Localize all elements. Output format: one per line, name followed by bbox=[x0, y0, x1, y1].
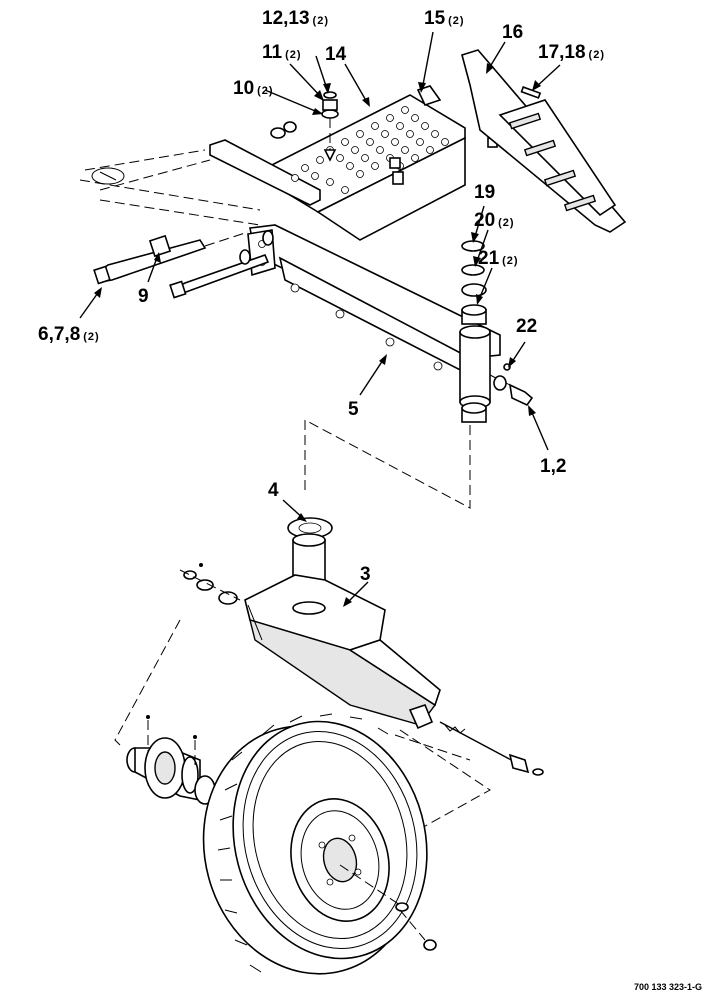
step-bracket bbox=[416, 49, 627, 233]
callout-17-18: 17,18(2) bbox=[538, 42, 605, 63]
axle-bolt bbox=[394, 721, 544, 776]
callout-16: 16 bbox=[502, 22, 523, 43]
callout-4: 4 bbox=[268, 480, 279, 501]
wheel-hub bbox=[126, 715, 301, 861]
frame-outline bbox=[79, 149, 261, 226]
callout-21: 21(2) bbox=[478, 248, 519, 269]
callout-10: 10(2) bbox=[233, 78, 274, 99]
pivot-guide bbox=[304, 419, 471, 509]
platform-nuts bbox=[270, 121, 498, 185]
platform-holes bbox=[291, 106, 449, 194]
callout-9: 9 bbox=[138, 286, 149, 307]
wheel-tire bbox=[202, 713, 437, 975]
callout-20: 20(2) bbox=[474, 210, 515, 231]
callout-14: 14 bbox=[325, 44, 347, 65]
callout-5: 5 bbox=[348, 399, 359, 420]
side-bolt bbox=[489, 363, 534, 407]
callout-1-2: 1,2 bbox=[540, 456, 566, 477]
caster-washer bbox=[287, 517, 333, 539]
caster-fork bbox=[244, 533, 441, 730]
callout-22: 22 bbox=[516, 316, 537, 337]
mount-bolts bbox=[93, 230, 274, 299]
drawing-code: 700 133 323-1-G bbox=[634, 982, 702, 992]
callout-labels: 12,13(2) 15(2) 16 17,18(2) 11(2) 14 10(2… bbox=[38, 8, 605, 585]
wheel-guide bbox=[114, 619, 491, 841]
callout-11: 11(2) bbox=[262, 42, 302, 63]
callout-12-13: 12,13(2) bbox=[262, 8, 329, 29]
callout-6-7-8: 6,7,8(2) bbox=[38, 324, 100, 345]
fork-hardware bbox=[179, 563, 241, 605]
step-platform bbox=[209, 94, 498, 241]
washer-nut-stack bbox=[321, 91, 339, 162]
callout-15: 15(2) bbox=[424, 8, 465, 29]
leader-arrows bbox=[79, 31, 561, 607]
callout-3: 3 bbox=[360, 564, 371, 585]
callout-19: 19 bbox=[474, 182, 495, 203]
pivot-washers bbox=[461, 240, 487, 423]
